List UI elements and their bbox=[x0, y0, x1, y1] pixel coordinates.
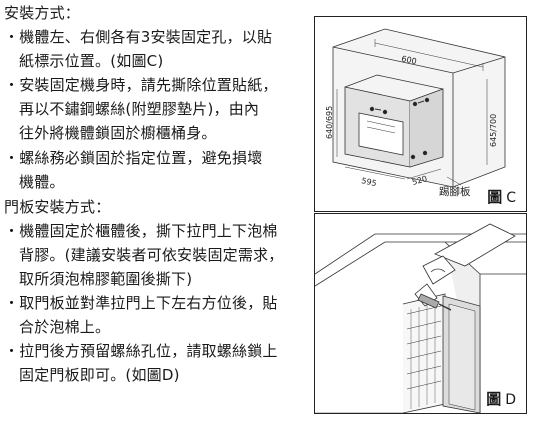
figure-c-label-letter: C bbox=[506, 190, 516, 206]
bullet-marker: ・ bbox=[4, 76, 20, 94]
bullet-marker: ・ bbox=[4, 342, 20, 360]
door-bullet-3: ・拉門後方預留螺絲孔位，請取螺絲鎖上 bbox=[4, 341, 278, 361]
bullet-marker: ・ bbox=[4, 222, 20, 240]
bullet-marker: ・ bbox=[4, 294, 20, 312]
door-bullet-1: ・機體固定於櫃體後，撕下拉門上下泡棉 bbox=[4, 221, 278, 241]
install-bullet-2-line-2: 再以不鏽鋼螺絲(附塑膠墊片)，由內 bbox=[19, 100, 260, 118]
door-bullet-3-line-2: 固定門板即可。(如圖D) bbox=[19, 366, 180, 384]
install-bullet-3-line-1: 螺絲務必鎖固於指定位置，避免損壞 bbox=[19, 149, 263, 167]
figure-d-label-char: 圖 bbox=[486, 390, 502, 408]
install-bullet-3-line-2: 機體。 bbox=[19, 173, 65, 191]
dim-bottom-left: 595 bbox=[361, 176, 378, 188]
door-installation-drawing bbox=[314, 223, 526, 414]
cabinet-dimension-drawing: 600 640/695 645/700 595 520 踢腳板 bbox=[325, 28, 506, 198]
figure-c-label-char: 圖 bbox=[487, 188, 503, 206]
install-heading: 安裝方式： bbox=[4, 4, 81, 22]
door-bullet-1-line-1: 機體固定於櫃體後，撕下拉門上下泡棉 bbox=[19, 222, 278, 240]
bullet-marker: ・ bbox=[4, 149, 20, 167]
dim-top: 600 bbox=[401, 54, 418, 66]
bullet-marker: ・ bbox=[4, 28, 20, 46]
install-bullet-1: ・機體左、右側各有3安裝固定孔，以貼 bbox=[4, 27, 272, 47]
door-bullet-2-line-2: 合於泡棉上。 bbox=[19, 318, 111, 336]
kick-board-label: 踢腳板 bbox=[439, 185, 471, 198]
install-bullet-3: ・螺絲務必鎖固於指定位置，避免損壞 bbox=[4, 148, 262, 168]
install-bullet-1-line-1: 機體左、右側各有3安裝固定孔，以貼 bbox=[19, 28, 273, 46]
door-bullet-2: ・取門板並對準拉門上下左右方位後，貼 bbox=[4, 293, 278, 313]
door-bullet-1-line-3: 取所須泡棉膠範圍後撕下) bbox=[19, 270, 193, 288]
dim-right: 645/700 bbox=[489, 114, 498, 147]
install-bullet-2-line-3: 往外將機體鎖固於櫥櫃桶身。 bbox=[19, 124, 217, 142]
instructions-text: 安裝方式： ・機體左、右側各有3安裝固定孔，以貼 紙標示位置。(如圖C) ・安裝… bbox=[4, 4, 284, 384]
dim-left: 640/695 bbox=[325, 106, 334, 139]
door-heading: 門板安裝方式： bbox=[4, 198, 111, 216]
install-bullet-1-line-2: 紙標示位置。(如圖C) bbox=[19, 52, 164, 70]
install-bullet-2-line-1: 安裝固定機身時，請先撕除位置貼紙， bbox=[19, 76, 278, 94]
dim-bottom-right: 520 bbox=[411, 174, 428, 187]
door-bullet-1-line-2: 背膠。(建議安裝者可依安裝固定需求， bbox=[19, 246, 284, 264]
door-bullet-3-line-1: 拉門後方預留螺絲孔位，請取螺絲鎖上 bbox=[19, 342, 278, 360]
install-bullet-2: ・安裝固定機身時，請先撕除位置貼紙， bbox=[4, 75, 278, 95]
figure-d-label-letter: D bbox=[505, 392, 516, 408]
door-bullet-2-line-1: 取門板並對準拉門上下左右方位後，貼 bbox=[19, 294, 278, 312]
